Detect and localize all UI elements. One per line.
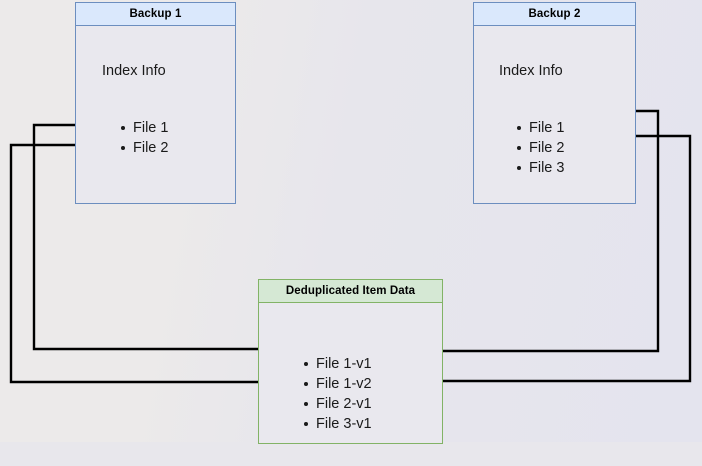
backup-1-index-label: Index Info	[102, 63, 166, 79]
list-item[interactable]: File 2-v1	[302, 394, 372, 414]
deduplicated-item-data-title: Deduplicated Item Data	[259, 280, 442, 303]
edge-backup2-file2-to-file2v1	[396, 134, 692, 390]
list-item[interactable]: File 2	[119, 138, 168, 158]
backup-2-box[interactable]: Backup 2 Index Info File 1 File 2 File 3	[473, 2, 636, 204]
backup-2-title: Backup 2	[474, 3, 635, 26]
deduplicated-item-data-body: File 1-v1 File 1-v2 File 2-v1 File 3-v1	[259, 303, 442, 466]
list-item[interactable]: File 3-v1	[302, 414, 372, 434]
backup-2-index-label: Index Info	[499, 63, 563, 79]
backup-1-box[interactable]: Backup 1 Index Info File 1 File 2	[75, 2, 236, 204]
edge-backup1-file2-to-file2v1	[9, 143, 298, 391]
list-item[interactable]: File 3	[515, 158, 564, 178]
list-item[interactable]: File 1-v1	[302, 354, 372, 374]
deduplicated-item-data-box[interactable]: Deduplicated Item Data File 1-v1 File 1-…	[258, 279, 443, 444]
backup-1-title: Backup 1	[76, 3, 235, 26]
backup-2-body: Index Info File 1 File 2 File 3	[474, 26, 635, 226]
list-item[interactable]: File 1	[119, 118, 168, 138]
list-item[interactable]: File 1-v2	[302, 374, 372, 394]
backup-2-file-list: File 1 File 2 File 3	[515, 118, 564, 178]
diagram-canvas: Backup 1 Index Info File 1 File 2 Backup…	[0, 0, 702, 444]
backup-1-file-list: File 1 File 2	[119, 118, 168, 158]
list-item[interactable]: File 1	[515, 118, 564, 138]
list-item[interactable]: File 2	[515, 138, 564, 158]
backup-1-body: Index Info File 1 File 2	[76, 26, 235, 226]
deduplicated-item-list: File 1-v1 File 1-v2 File 2-v1 File 3-v1	[302, 354, 372, 434]
